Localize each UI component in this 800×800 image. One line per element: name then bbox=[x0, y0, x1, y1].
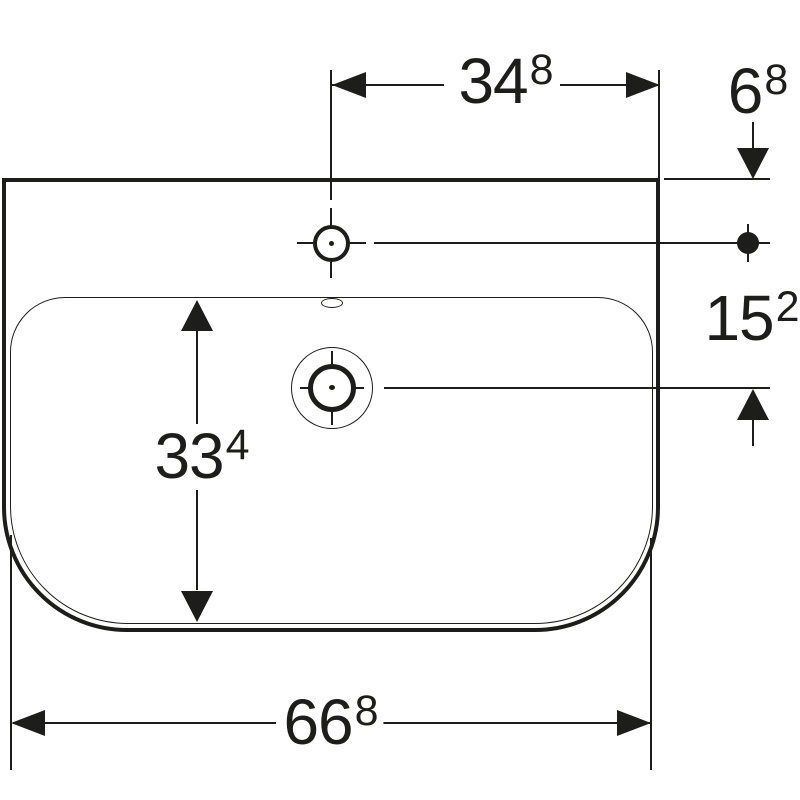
dim-33-4-value: 33 bbox=[154, 420, 224, 492]
dim-6-8-value: 6 bbox=[727, 55, 764, 127]
dim-34-8-extension-right bbox=[658, 70, 660, 178]
dim-34-8-line-right bbox=[560, 84, 659, 86]
dim-34-8-arrow-right-icon bbox=[626, 72, 660, 98]
dim-33-4-label: 334 bbox=[149, 421, 255, 488]
dim-33-4-arrow-up-icon bbox=[181, 300, 213, 331]
drain-hole bbox=[308, 364, 356, 412]
dim-66-8-line-right bbox=[380, 722, 651, 724]
dim-66-8-sup: 8 bbox=[354, 687, 379, 735]
dim-66-8-line-left bbox=[13, 722, 276, 724]
dim-66-8-extension-left bbox=[10, 535, 12, 770]
dim-15-2-value: 15 bbox=[704, 282, 774, 354]
drain-axis-line bbox=[384, 387, 770, 389]
dim-34-8-sup: 8 bbox=[529, 46, 554, 94]
dim-15-2-stem bbox=[752, 419, 754, 446]
tap-axis-point-marker bbox=[737, 232, 759, 254]
dim-34-8-value: 34 bbox=[458, 45, 528, 117]
dim-15-2-label: 152 bbox=[699, 286, 800, 350]
dim-6-8-sup: 8 bbox=[764, 56, 789, 104]
dim-34-8-arrow-left-icon bbox=[332, 72, 366, 98]
dim-66-8-value: 66 bbox=[283, 686, 353, 758]
dim-33-4-arrow-down-icon bbox=[181, 591, 213, 622]
dim-6-8-arrow-down-icon bbox=[737, 148, 769, 179]
dim-66-8-extension-right bbox=[650, 538, 652, 770]
dim-33-4-line-upper bbox=[196, 329, 198, 424]
dim-66-8-arrow-left-icon bbox=[11, 710, 45, 736]
dim-15-2-sup: 2 bbox=[775, 283, 800, 331]
tap-hole bbox=[313, 225, 350, 262]
drain-center-mark bbox=[329, 385, 335, 390]
top-edge-reference-line bbox=[664, 178, 770, 180]
dim-66-8-label: 668 bbox=[278, 687, 384, 754]
drain-outer-circle bbox=[291, 347, 373, 429]
dim-15-2-arrow-up-icon bbox=[737, 389, 769, 420]
dim-33-4-sup: 4 bbox=[225, 421, 250, 469]
dim-33-4-line-lower bbox=[196, 490, 198, 590]
overflow-slot bbox=[321, 298, 343, 308]
dim-34-8-label: 348 bbox=[453, 46, 559, 113]
tap-centerline-vertical bbox=[330, 70, 332, 200]
dim-66-8-arrow-right-icon bbox=[617, 710, 651, 736]
dim-6-8-stem bbox=[752, 122, 754, 150]
tap-center-mark bbox=[329, 241, 334, 246]
dim-6-8-label: 68 bbox=[722, 56, 794, 123]
dim-34-8-line-left bbox=[332, 84, 444, 86]
tap-axis-line bbox=[374, 242, 770, 244]
